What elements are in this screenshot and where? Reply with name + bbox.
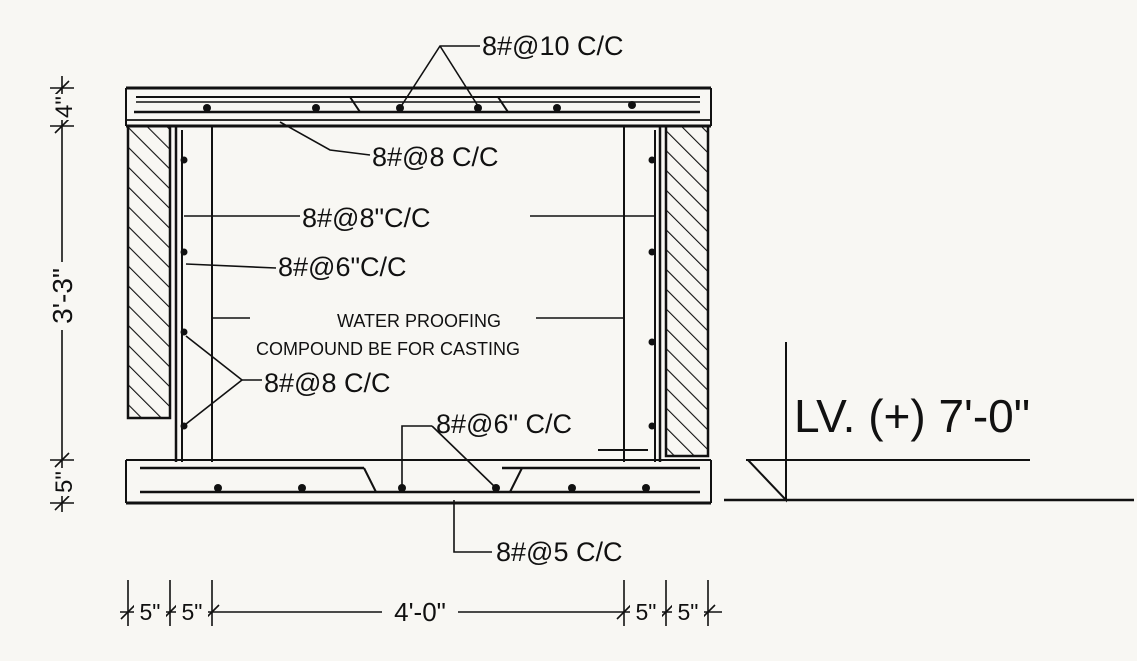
label-top-bars: 8#@10 C/C — [482, 31, 623, 61]
top-slab-bar-dots — [203, 101, 636, 112]
bottom-slab — [125, 459, 712, 505]
rebar-labels: 8#@10 C/C 8#@8 C/C 8#@8"C/C 8#@6"C/C WAT… — [256, 31, 623, 567]
leader-lines — [184, 45, 655, 553]
dim-wall-outer-right: 5" — [678, 599, 699, 625]
left-wall — [126, 124, 213, 462]
dim-height: 3'-3" — [47, 268, 78, 324]
right-wall — [598, 124, 710, 462]
label-wall-lower: 8#@8 C/C — [264, 368, 390, 398]
dim-clear-width: 4'-0" — [394, 597, 446, 627]
dim-top-slab: 4" — [51, 96, 78, 118]
level-label: LV. (+) 7'-0" — [794, 390, 1030, 442]
top-slab — [125, 86, 712, 128]
label-top-inner: 8#@8 C/C — [372, 142, 498, 172]
label-mid-bars: 8#@8"C/C — [302, 203, 431, 233]
label-waterproofing-1: WATER PROOFING — [337, 311, 501, 331]
wall-bar-dots — [180, 156, 656, 430]
level-marker — [724, 342, 1134, 503]
label-wall-vertical: 8#@6"C/C — [278, 252, 407, 282]
dim-bottom-slab: 5" — [51, 471, 78, 493]
label-bottom-bars: 8#@6" C/C — [436, 409, 572, 439]
label-bottom-slab: 8#@5 C/C — [496, 537, 622, 567]
dim-wall-inner-left: 5" — [182, 599, 203, 625]
dim-wall-inner-right: 5" — [636, 599, 657, 625]
label-waterproofing-2: COMPOUND BE FOR CASTING — [256, 339, 520, 359]
dim-wall-outer-left: 5" — [140, 599, 161, 625]
